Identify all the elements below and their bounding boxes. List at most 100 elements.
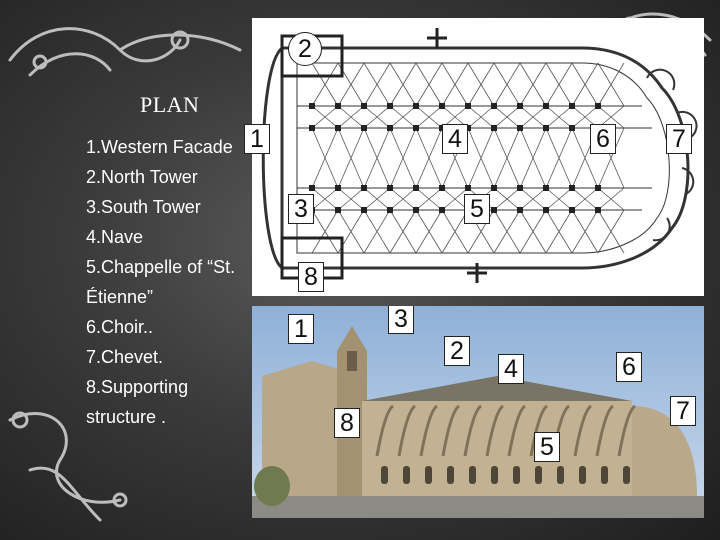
pier [517,185,523,191]
legend-item: 8.Supporting [86,377,189,397]
flying-buttress [397,404,417,457]
flying-buttress [617,404,637,457]
vault-rib [597,127,625,189]
pier [517,103,523,109]
pier [491,185,497,191]
vault-rib [571,187,599,211]
floor-plan: 2 1 4 6 7 3 5 8 [244,18,704,296]
vault-rib [311,105,339,129]
vault-rib [389,62,417,107]
vault-rib [363,105,391,129]
photo-label-1: 1 [288,314,314,344]
vault-rib [389,187,417,211]
vault-rib [311,62,339,107]
pier [439,185,445,191]
window [447,466,454,484]
legend-item: 6.Choir.. [86,317,154,337]
legend-item: Étienne” [86,287,154,307]
slide-title: PLAN [140,92,200,117]
window [513,466,520,484]
vault-rib [545,209,573,254]
vault-rib [337,62,365,107]
vault-rib [597,62,625,107]
pier [387,103,393,109]
pier [387,185,393,191]
pier [491,207,497,213]
vault-rib [519,209,547,254]
vault-rib [493,127,521,189]
window [403,466,410,484]
window [535,466,542,484]
vault-rib [337,105,365,129]
vault-rib [311,209,339,254]
photo-label-5: 5 [534,432,560,462]
vault-rib [389,209,417,254]
plan-label-2: 2 [288,32,322,66]
flying-buttress [419,404,439,457]
flying-buttress [507,404,527,457]
vault-rib [467,105,495,129]
flying-buttress [375,404,395,457]
window [381,466,388,484]
flying-buttress [463,404,483,457]
pier [413,207,419,213]
pier [543,103,549,109]
vault-rib [519,62,547,107]
vault-rib [389,105,417,129]
vault-rib [597,209,625,254]
pier [543,185,549,191]
pier [465,185,471,191]
vault-rib [545,127,573,189]
legend-item: 1.Western Facade [86,137,233,157]
pier [595,185,601,191]
floor-plan-drawing [261,28,698,283]
vault-rib [519,187,547,211]
photo-label-7: 7 [670,396,696,426]
pier [361,185,367,191]
vault-rib [337,187,365,211]
pier [517,125,523,131]
photo-label-8: 8 [334,408,360,438]
pier [465,125,471,131]
photo-label-2: 2 [444,336,470,366]
window [579,466,586,484]
flying-buttress [529,404,549,457]
pier [335,103,341,109]
vault-rib [571,209,599,254]
vault-rib [493,62,521,107]
pier [413,185,419,191]
vault-rib [415,127,443,189]
vault-rib [311,187,339,211]
plan-label-1: 1 [244,124,270,154]
pier [335,185,341,191]
vault-rib [311,127,339,189]
pier [517,207,523,213]
vault-rib [363,62,391,107]
window [425,466,432,484]
vault-rib [415,105,443,129]
pier [335,207,341,213]
vault-rib [493,209,521,254]
legend-item: structure . [86,407,167,427]
pier [309,125,315,131]
legend-item: 7.Chevet. [86,347,164,367]
pier [361,207,367,213]
cathedral-illustration [252,306,704,518]
pier [569,103,575,109]
pier [491,103,497,109]
photo-label-4: 4 [498,354,524,384]
pier [387,207,393,213]
pier [543,207,549,213]
vault-rib [493,187,521,211]
vault-rib [545,62,573,107]
vault-rib [363,187,391,211]
pier [413,103,419,109]
flying-buttress [573,404,593,457]
window [623,466,630,484]
legend-item: 3.South Tower [86,197,201,217]
pier [361,103,367,109]
flying-buttress [441,404,461,457]
vault-rib [571,105,599,129]
plan-label-8: 8 [298,262,324,292]
vault-rib [467,62,495,107]
